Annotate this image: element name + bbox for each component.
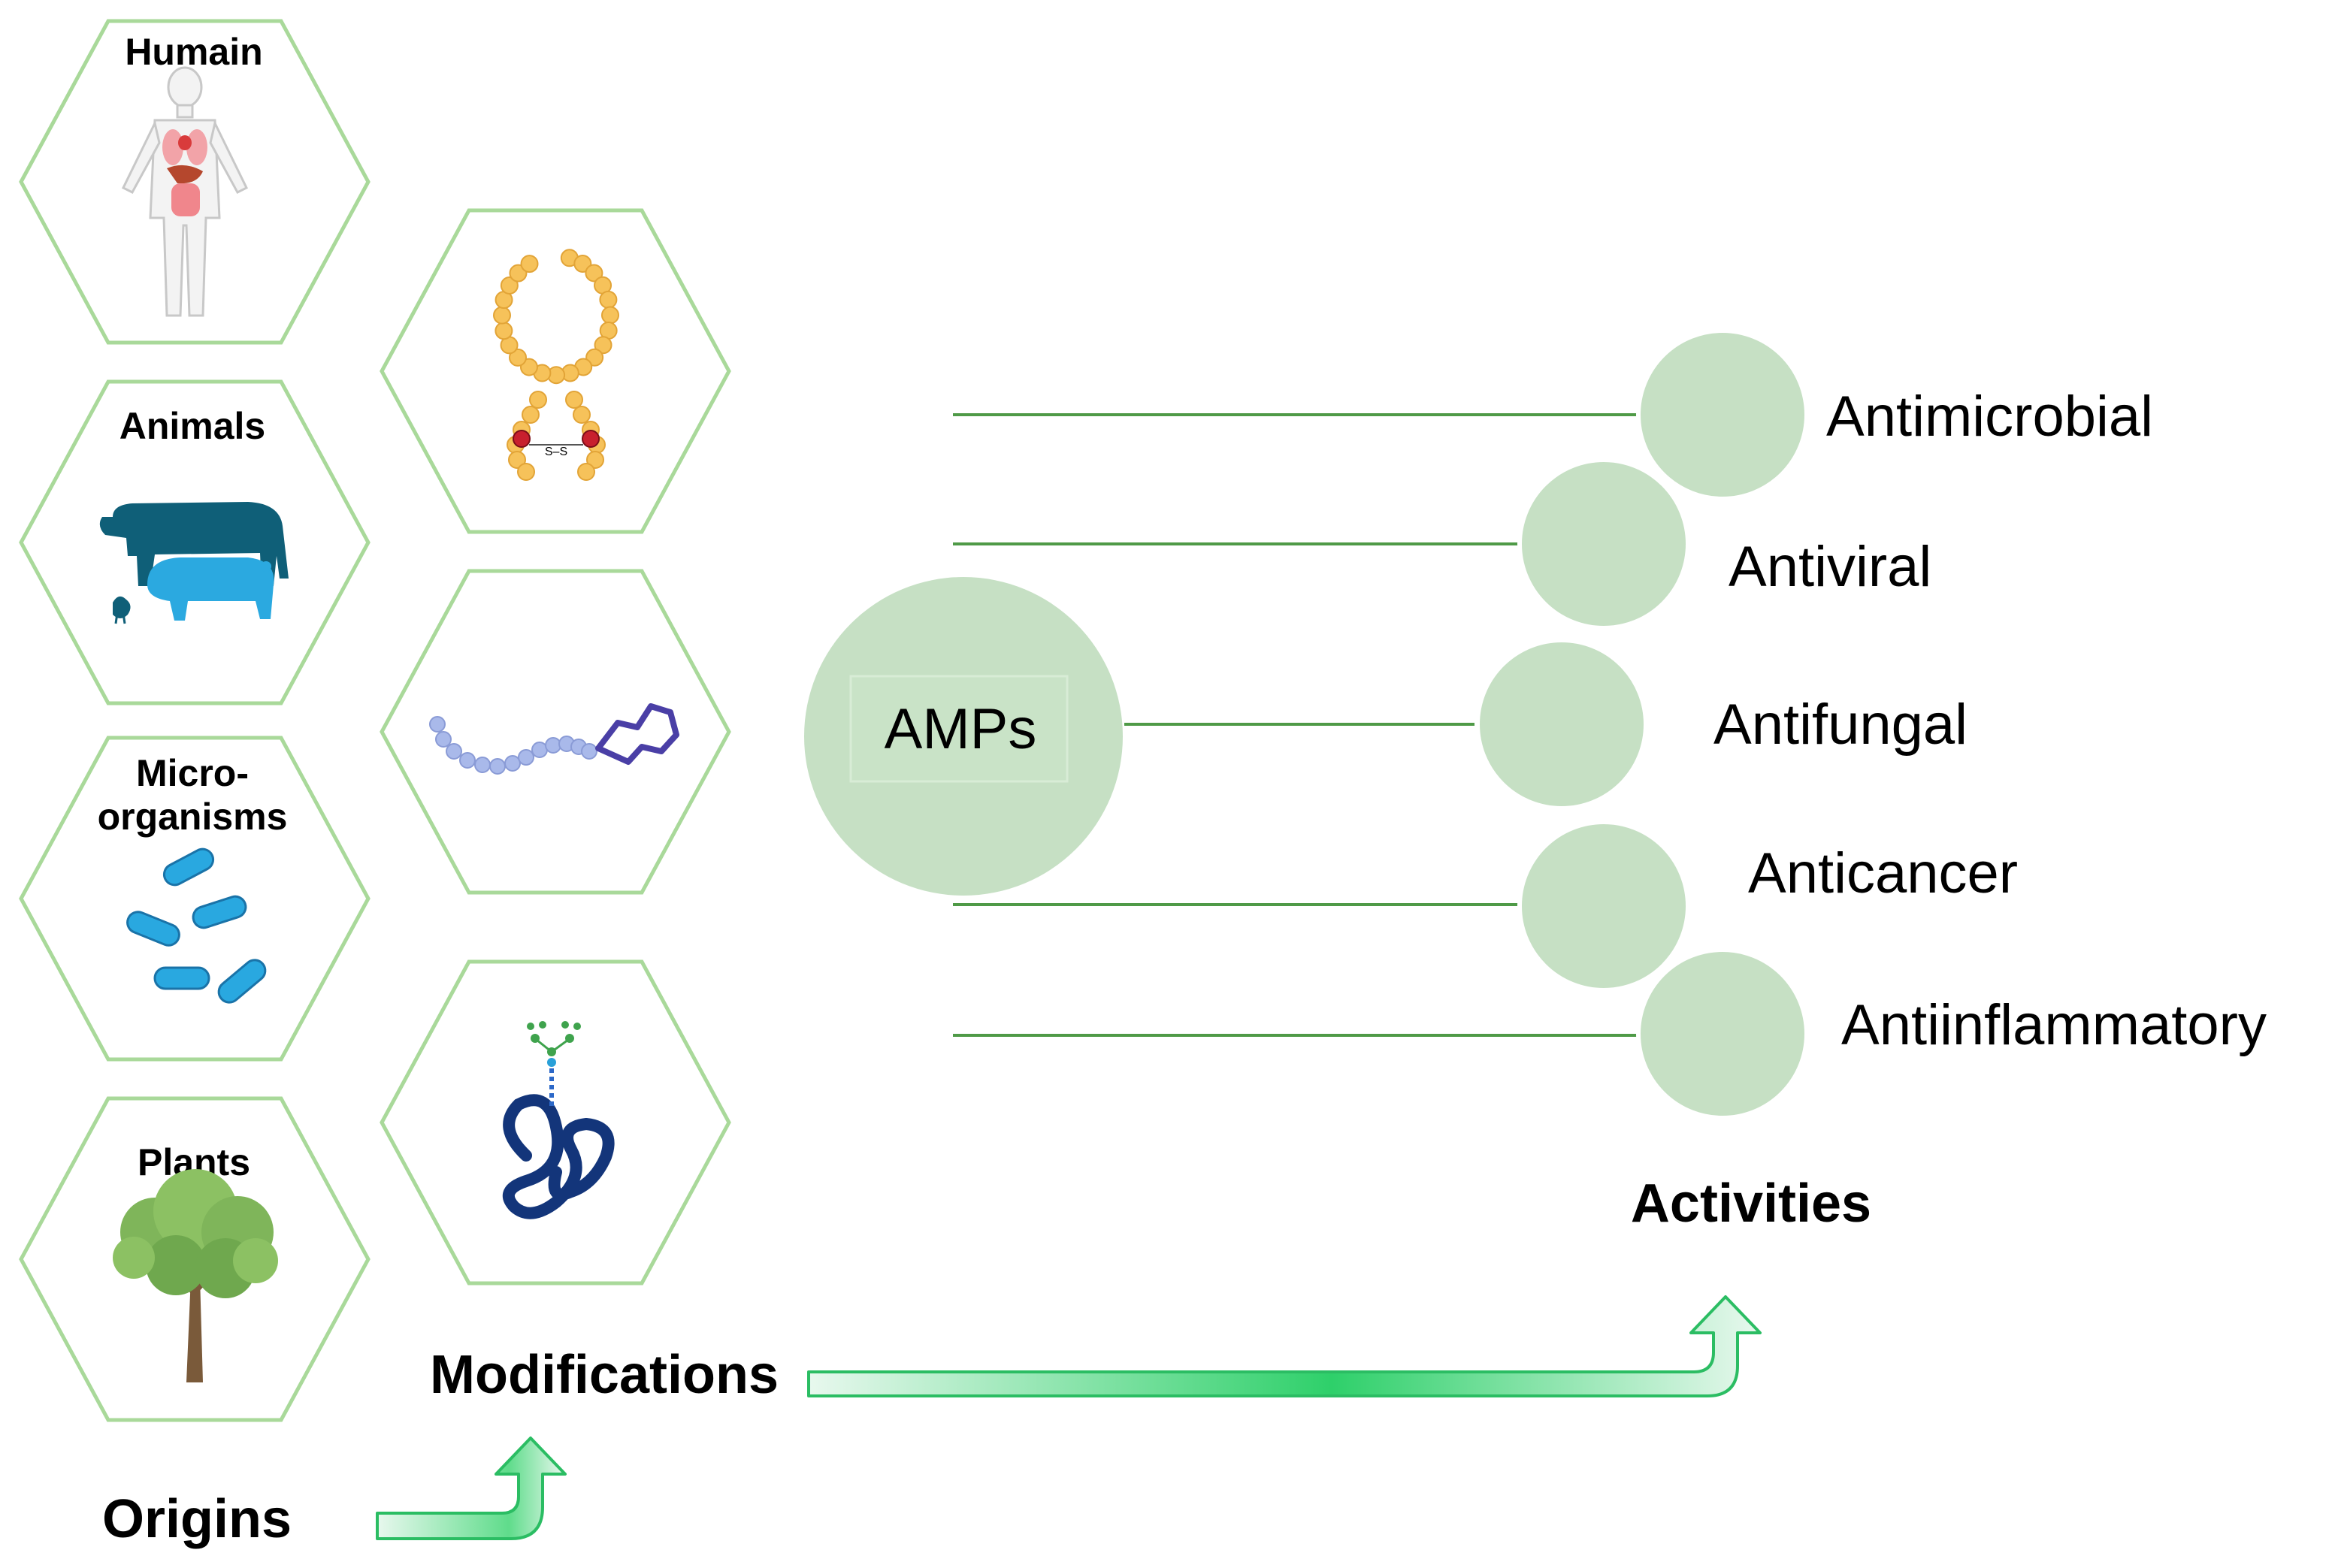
peptide-bead (531, 742, 548, 758)
peptide-bead (529, 391, 547, 409)
peptide-bead (517, 463, 535, 481)
peptide-bead (504, 755, 521, 772)
tree-icon (113, 1169, 278, 1382)
peptide-bead (573, 406, 591, 424)
activity-circle-antimicrobial (1636, 328, 1809, 501)
peptide-bead (600, 306, 619, 325)
peptide-bead (581, 743, 597, 760)
peptide-bead (474, 757, 491, 773)
activities-title: Activities (1631, 1174, 1871, 1234)
activity-label-antiinflammatory: Antiinflammatory (1841, 993, 2267, 1057)
farm-animals-icon (99, 502, 289, 624)
activity-circle-antiinflammatory (1636, 947, 1809, 1120)
peptide-bead (599, 290, 618, 309)
origin-label-micro: Micro- (136, 752, 249, 794)
peptide-bead (577, 463, 595, 481)
origins-title: Origins (102, 1489, 292, 1549)
activity-circle-antifungal (1475, 638, 1648, 811)
peptide-bead (520, 255, 539, 273)
activity-label-anticancer: Anticancer (1748, 841, 2018, 905)
peptide-bead (594, 336, 612, 355)
peptide-bead (493, 306, 512, 325)
peptide-bead (508, 451, 526, 469)
peptide-bead (585, 264, 603, 282)
peptide-bead (435, 731, 452, 748)
bacteria-icon (126, 847, 267, 1004)
peptide-bead (565, 391, 583, 409)
modification-hex-lipidated (380, 569, 731, 895)
peptide-bead (429, 716, 446, 733)
peptide-bead (545, 737, 561, 754)
peptide-bead (500, 276, 519, 295)
glycosylated-protein-icon (502, 1021, 615, 1219)
activity-label-antiviral: Antiviral (1729, 535, 1931, 599)
cyclic-peptide-disulfide-icon (493, 249, 619, 481)
arrow-modifications-to-activities (807, 1295, 1762, 1397)
origin-label-animals: Animals (119, 405, 266, 447)
origin-label-human: Humain (125, 31, 262, 73)
origin-label-organisms: organisms (98, 796, 288, 838)
activity-circle-antiviral (1517, 458, 1690, 630)
origin-hex-microorganisms (19, 736, 371, 1062)
amps-label-box (849, 675, 1069, 783)
peptide-bead (489, 758, 506, 775)
peptide-bead (513, 430, 531, 448)
modifications-title: Modifications (430, 1345, 779, 1405)
peptide-bead (518, 749, 534, 766)
disulfide-bond-label: S–S (545, 446, 567, 458)
activity-label-antimicrobial: Antimicrobial (1826, 385, 2153, 449)
peptide-bead (509, 348, 528, 367)
peptide-bead (582, 430, 600, 448)
peptide-bead (495, 322, 513, 340)
peptide-bead (586, 451, 604, 469)
arrow-origins-to-modifications (376, 1437, 567, 1540)
peptide-bead (459, 752, 476, 769)
peptide-bead (522, 406, 540, 424)
peptide-bead (446, 743, 462, 760)
activity-label-antifungal: Antifungal (1713, 693, 1968, 757)
lipidated-peptide-icon (429, 703, 679, 775)
activity-circle-anticancer (1517, 820, 1690, 992)
human-anatomy-icon (122, 66, 248, 317)
lipid-ring-structure (595, 703, 679, 765)
amps-label: AMPs (885, 697, 1037, 761)
